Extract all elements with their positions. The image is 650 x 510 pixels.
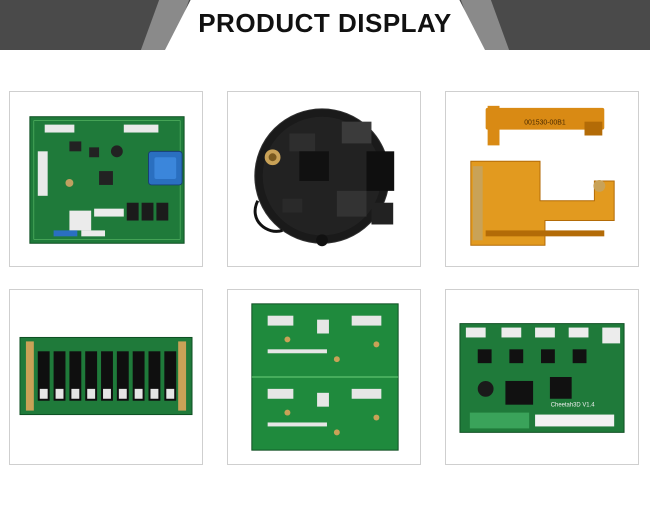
flex-circuit-marking: 001530-00B1 — [524, 120, 566, 127]
product-image-bare-panel[interactable] — [227, 289, 421, 465]
product-image-round-board[interactable] — [227, 91, 421, 267]
product-image-flex-circuit[interactable]: 001530-00B1 — [445, 91, 639, 267]
page-title: PRODUCT DISPLAY — [198, 7, 452, 38]
banner-title-panel — [165, 0, 485, 50]
pcb-controller-board-image: Cheetah3D V1.4 — [459, 323, 625, 433]
pcb-bare-panel-image — [251, 303, 399, 451]
product-image-control-board[interactable] — [9, 91, 203, 267]
product-image-gold-finger-panel[interactable] — [9, 289, 203, 465]
controller-board-marking: Cheetah3D V1.4 — [551, 403, 595, 409]
pcb-flex-circuit-image: 001530-00B1 — [470, 105, 615, 246]
pcb-round-board-image — [253, 108, 395, 247]
pcb-gold-finger-panel-image — [19, 336, 193, 416]
header-banner: PRODUCT DISPLAY — [0, 0, 650, 50]
product-image-controller-board[interactable]: Cheetah3D V1.4 — [445, 289, 639, 465]
pcb-control-board-image — [29, 116, 185, 244]
